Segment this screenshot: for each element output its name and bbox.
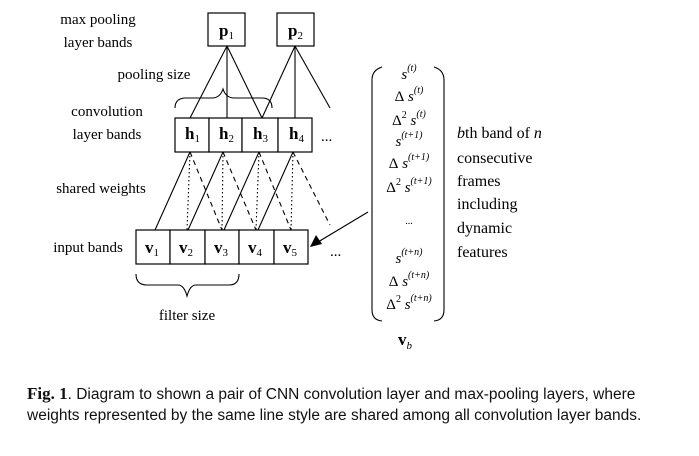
max-pooling-label-line1: max pooling <box>60 12 136 28</box>
input-node-v2-label: v2 <box>179 238 193 259</box>
pooling-size-brace <box>174 87 273 109</box>
vector-entry: Δ2 s(t+1) <box>386 176 432 196</box>
vector-entry: s(t+1) <box>395 130 423 150</box>
input-node-v1 <box>135 229 171 265</box>
vector-entry: ... <box>405 216 413 227</box>
vector-entry: s(t+n) <box>395 247 423 267</box>
caption-label: Fig. 1 <box>27 384 68 403</box>
conv-node-h3-label: h3 <box>253 124 268 145</box>
input-node-v4-label: v4 <box>248 238 263 259</box>
pooling-size-label: pooling size <box>118 67 191 83</box>
pooling-node-p1-label: p1 <box>219 21 234 42</box>
vector-label: vb <box>398 330 413 352</box>
convolution-label-line1: convolution <box>71 104 143 120</box>
conv-node-h4 <box>277 117 313 153</box>
input-bands-label: input bands <box>53 240 123 256</box>
input-node-v4 <box>238 229 275 265</box>
vector-entry: Δ s(t+1) <box>389 152 430 172</box>
vector-left-bracket <box>371 66 383 322</box>
conv-node-h2-label: h2 <box>219 124 234 145</box>
pooling-node-p2-label: p2 <box>288 21 303 42</box>
conv-node-h2 <box>208 117 243 153</box>
band-description-line: frames <box>457 173 501 190</box>
vector-entry: Δ2 s(t) <box>392 109 426 129</box>
conv-ellipsis: ... <box>321 129 332 145</box>
conv-node-h1-label: h1 <box>185 124 200 145</box>
convolution-label-line2: layer bands <box>73 127 142 143</box>
input-node-v3-label: v3 <box>214 238 229 259</box>
band-description-line: bth band of n <box>457 125 542 142</box>
shared-weight-connections <box>154 151 331 231</box>
input-node-v5 <box>273 229 309 265</box>
band-description-line: features <box>457 244 508 261</box>
band-description-line: dynamic <box>457 220 512 237</box>
feature-vector-entries: s(t) Δ s(t) Δ2 s(t)s(t+1)Δ s(t+1) Δ2 s(t+1)… <box>386 63 432 313</box>
input-node-v2 <box>169 229 206 265</box>
band-description: bth band of n consecutive frames including d… <box>457 125 542 261</box>
pooling-node-p2 <box>276 12 315 47</box>
pooling-connections <box>189 45 331 119</box>
caption-text: . Diagram to shown a pair of CNN convolu… <box>27 386 642 424</box>
max-pooling-label-line2: layer bands <box>64 35 133 51</box>
band-description-line: consecutive <box>457 150 533 167</box>
vector-entry: Δ s(t+n) <box>389 270 430 290</box>
pooling-node-p1 <box>207 12 246 47</box>
input-ellipsis: ... <box>330 244 341 260</box>
input-node-v1-label: v1 <box>145 238 159 259</box>
figure-caption: Fig. 1. Diagram to shown a pair of CNN c… <box>27 383 687 426</box>
band-description-line: including <box>457 196 517 213</box>
vector-entry: Δ2 s(t+n) <box>386 293 432 313</box>
vector-entry: Δ s(t) <box>395 85 424 105</box>
vector-entry: s(t) <box>401 63 417 83</box>
filter-size-brace <box>135 273 240 299</box>
vector-right-bracket <box>433 66 445 322</box>
input-node-v5-label: v5 <box>283 238 298 259</box>
shared-weights-label: shared weights <box>56 181 146 197</box>
filter-size-label: filter size <box>159 308 216 324</box>
conv-node-h4-label: h4 <box>289 124 304 145</box>
input-arrow <box>310 211 369 247</box>
